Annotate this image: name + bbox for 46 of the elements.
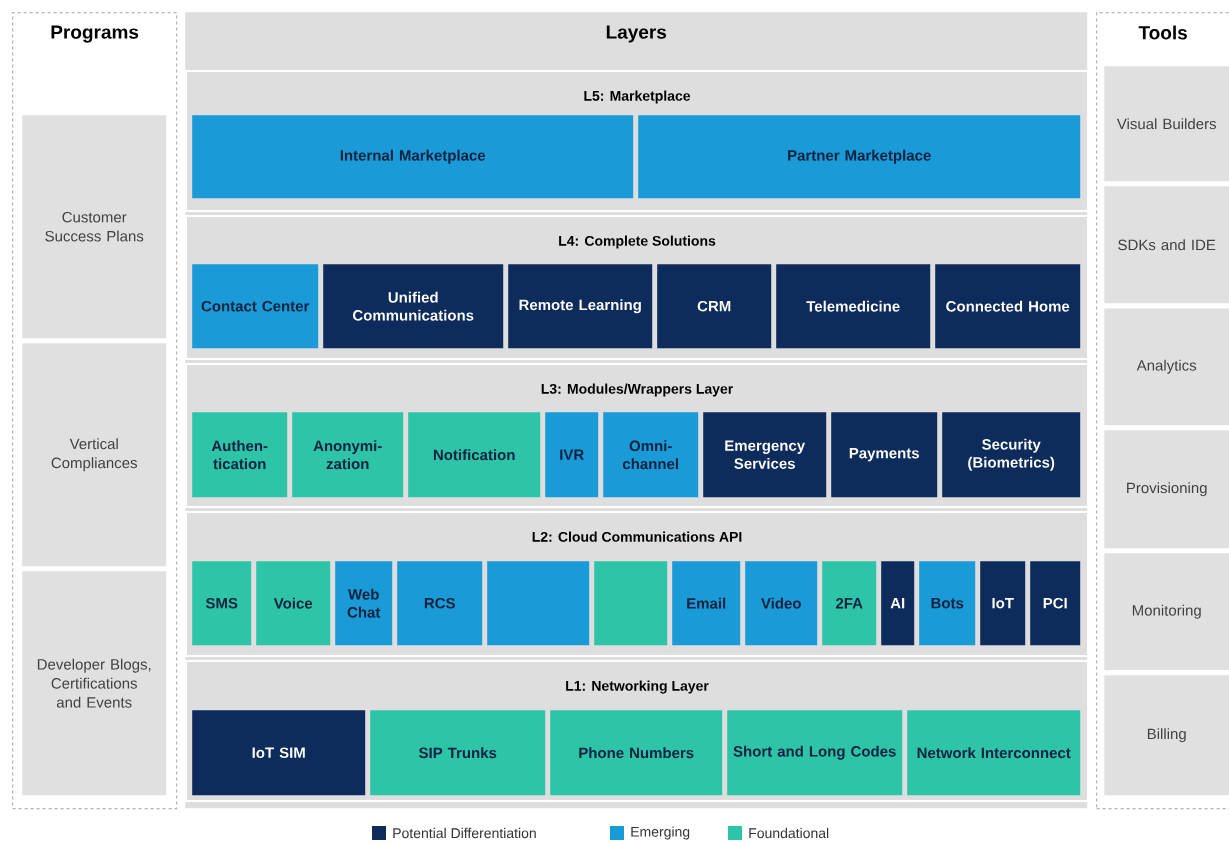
legend-label: Potential Differentiation bbox=[393, 827, 536, 839]
category-cell: Telemedicine bbox=[776, 264, 931, 349]
category-cell: Video bbox=[745, 561, 818, 646]
side-box: Developer Blogs, Certifications and Events bbox=[22, 571, 167, 796]
category-cell: Email bbox=[672, 561, 741, 646]
legend-label: Foundational bbox=[749, 827, 829, 839]
side-box: Analytics bbox=[1104, 308, 1229, 426]
category-cell: Phone Numbers bbox=[550, 710, 723, 796]
category-cell: Payments bbox=[831, 412, 938, 498]
category-cell: Bots bbox=[919, 561, 976, 646]
category-cell: PCI bbox=[1030, 561, 1081, 646]
side-box: Visual Builders bbox=[1104, 66, 1229, 182]
category-cell bbox=[594, 561, 668, 646]
category-cell: Remote Learning bbox=[508, 264, 653, 349]
category-cell: 2FA bbox=[822, 561, 877, 646]
category-cell: Connected Home bbox=[935, 264, 1081, 349]
side-box: SDKs and IDE bbox=[1104, 186, 1229, 304]
legend-label: Emerging bbox=[631, 826, 690, 840]
category-cell: SMS bbox=[192, 561, 252, 646]
category-cell: Partner Marketplace bbox=[638, 115, 1081, 199]
category-cell: IoT SIM bbox=[192, 710, 366, 796]
category-cell: Security (Biometrics) bbox=[942, 412, 1081, 498]
category-cell: Authen-tication bbox=[192, 412, 288, 498]
category-cell: Voice bbox=[256, 561, 331, 646]
side-box: Billing bbox=[1104, 675, 1229, 796]
side-box: Provisioning bbox=[1104, 430, 1229, 549]
side-box: Vertical Compliances bbox=[22, 343, 167, 567]
category-cell: AI bbox=[881, 561, 915, 646]
category-cell: Anonymi-zation bbox=[292, 412, 404, 498]
category-cell bbox=[487, 561, 590, 646]
category-cell: RCS bbox=[397, 561, 483, 646]
category-cell: Notification bbox=[408, 412, 541, 498]
category-cell: Short and Long Codes bbox=[727, 710, 903, 796]
category-cell: Contact Center bbox=[192, 264, 319, 349]
category-cell: Emergency Services bbox=[703, 412, 827, 498]
category-cell: Internal Marketplace bbox=[192, 115, 634, 199]
category-cell: Web Chat bbox=[335, 561, 393, 646]
category-cell: IVR bbox=[545, 412, 599, 498]
category-cell: SIP Trunks bbox=[370, 710, 546, 796]
side-box: Customer Success Plans bbox=[22, 115, 167, 339]
category-cell: Unified Communications bbox=[323, 264, 504, 349]
side-box: Monitoring bbox=[1104, 553, 1229, 671]
category-cell: Omni-channel bbox=[603, 412, 699, 498]
category-cell: IoT bbox=[980, 561, 1026, 646]
category-cell: Network Interconnect bbox=[907, 710, 1081, 796]
category-cell: CRM bbox=[657, 264, 772, 349]
